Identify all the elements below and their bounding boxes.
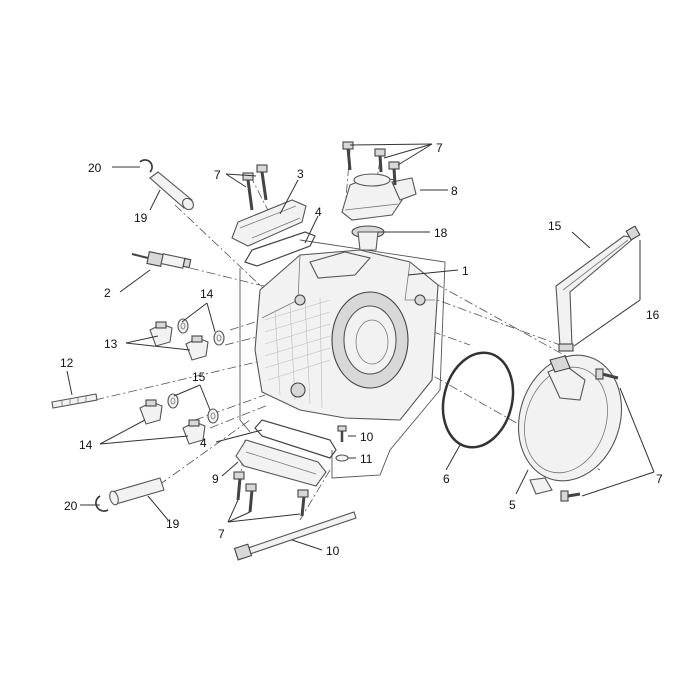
callout-19-upper: 19 [134, 211, 148, 225]
lower-washers [167, 393, 219, 424]
long-bolt [233, 511, 357, 561]
coolant-hose [555, 235, 636, 347]
callout-20-lower: 20 [64, 499, 78, 513]
lower-pipe [109, 477, 165, 506]
upper-plug-left [149, 321, 173, 347]
callout-5: 5 [509, 498, 516, 512]
lower-plug-left [139, 399, 163, 425]
callout-7-bottom: 7 [218, 527, 225, 541]
callout-14-lower: 14 [79, 438, 93, 452]
lower-circlip [95, 495, 109, 512]
small-washer [335, 454, 349, 462]
thermostat-housing [341, 173, 417, 221]
callout-17: 16 [646, 308, 660, 322]
callout-15-upper: 14 [200, 287, 214, 301]
lower-gasket [254, 419, 337, 459]
assembly-frame [239, 239, 446, 479]
upper-pipe [149, 171, 194, 211]
callout-20-upper: 20 [88, 161, 102, 175]
callout-9: 9 [212, 472, 219, 486]
callout-19-lower: 19 [166, 517, 180, 531]
callout-2: 2 [104, 286, 111, 300]
callout-12: 11 [360, 452, 373, 466]
callout-3: 3 [297, 167, 304, 181]
callout-18: 18 [434, 226, 448, 240]
upper-washers [177, 318, 225, 346]
cylinder-head [254, 249, 439, 421]
callout-1: 1 [462, 264, 469, 278]
bottom-plate [235, 439, 327, 487]
hose-clamps [558, 225, 641, 352]
cover-gasket-upper [244, 231, 316, 267]
lower-plug-right [182, 419, 206, 445]
callout-labels: 20 19 7 3 4 7 8 18 1 15 16 2 14 13 12 15… [60, 141, 663, 558]
o-ring [441, 351, 515, 449]
small-screw [337, 425, 347, 442]
callout-7-housing: 7 [436, 141, 443, 155]
upper-plug-right [185, 335, 209, 361]
callout-16: 15 [548, 219, 562, 233]
callout-11: 10 [360, 430, 374, 444]
callout-leaders [66, 143, 655, 551]
cover-screws [242, 164, 268, 211]
bottom-screws [233, 471, 309, 517]
callout-7-cover: 7 [214, 168, 221, 182]
callout-13: 12 [60, 356, 74, 370]
thermostat [351, 225, 385, 251]
upper-circlip [139, 159, 153, 173]
callout-4-upper: 4 [315, 205, 322, 219]
side-cover-screws [560, 368, 619, 502]
side-cover [517, 354, 623, 495]
spark-plug [131, 251, 192, 269]
callout-7-sidecover: 7 [656, 472, 663, 486]
callout-10: 10 [326, 544, 340, 558]
callout-4-lower: 4 [200, 436, 207, 450]
callout-8: 8 [451, 184, 458, 198]
callout-14-upper: 13 [104, 337, 118, 351]
stud [51, 393, 98, 409]
housing-screws [342, 141, 400, 186]
head-cover [231, 199, 307, 247]
callout-6: 6 [443, 472, 450, 486]
callout-15-lower: 15 [192, 370, 206, 384]
